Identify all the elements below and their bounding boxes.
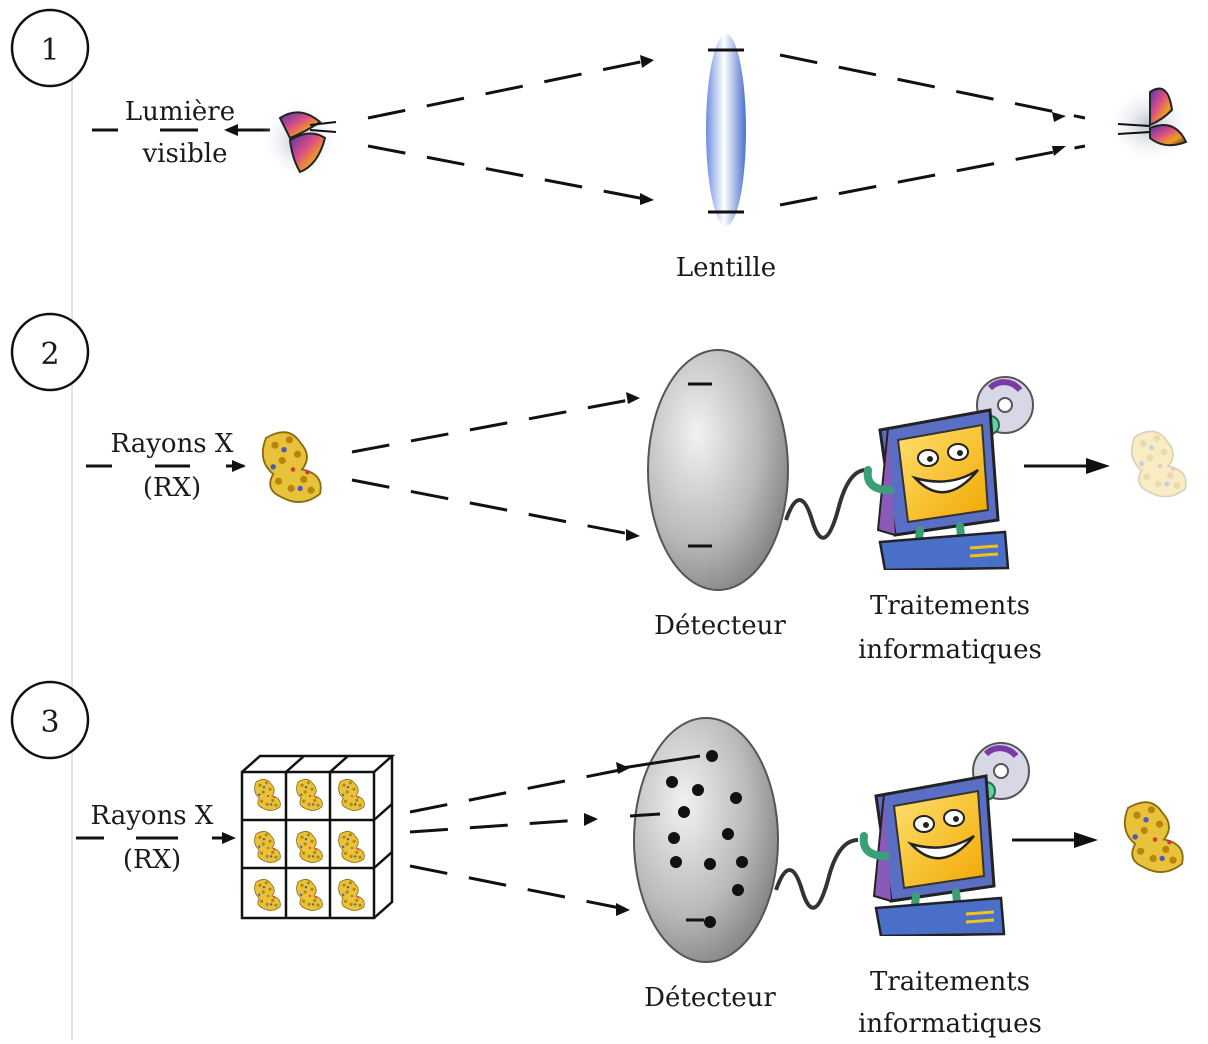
arrow-head [626, 529, 640, 541]
arrow-head [626, 392, 640, 404]
panel-1: 1 Lumière visible [10, 8, 1194, 283]
diffraction-spots [666, 750, 748, 928]
arrow-head [640, 193, 654, 205]
panel-3: 3 Rayons X (RX) [10, 680, 1184, 1039]
source-label-line2: (RX) [123, 845, 181, 875]
diffracted-rays [409, 766, 631, 912]
source-label-line1: Rayons X [111, 429, 234, 459]
source-label-line2: visible [141, 139, 227, 169]
processing-label-line2: informatiques [858, 1009, 1042, 1039]
diffracted-rays [351, 396, 641, 538]
arrow-head [640, 55, 654, 68]
processing-label-line2: informatiques [858, 635, 1042, 665]
crystal-lattice-icon [240, 754, 396, 920]
processing-label-line1: Traitements [870, 591, 1030, 621]
detector-cable [784, 468, 867, 540]
step-badge-2 [10, 312, 90, 392]
molecule-icon [261, 431, 322, 503]
panel-2: 2 Rayons X (RX) Détecteur Traitements in… [10, 312, 1187, 665]
detector-label: Détecteur [644, 983, 776, 1013]
processing-label-line1: Traitements [870, 967, 1030, 997]
step-number-1: 1 [40, 33, 59, 68]
arrow-head [224, 124, 238, 136]
source-label-line1: Rayons X [91, 801, 214, 831]
source-label-line2: (RX) [143, 473, 201, 503]
step-number-2: 2 [40, 337, 59, 372]
detector-icon [647, 349, 789, 591]
faint-molecule-icon [1130, 430, 1187, 498]
dashed-rays-object-to-lens [367, 58, 651, 202]
arrow-head [616, 903, 630, 916]
arrow-head [1052, 146, 1066, 156]
computer-mascot-icon [864, 743, 1029, 936]
butterfly-icon [260, 98, 340, 182]
arrow-head [222, 832, 236, 844]
step-badge-1 [10, 8, 90, 88]
step-badge-3 [10, 680, 90, 760]
arrow-head [1052, 112, 1066, 122]
arrow-head [1086, 458, 1110, 474]
arrow-head [232, 460, 246, 472]
arrow-head [584, 813, 598, 826]
arrow-head [1074, 832, 1098, 848]
computer-mascot-icon [868, 377, 1033, 570]
butterfly-image-icon [1106, 85, 1194, 165]
detector-label: Détecteur [654, 611, 786, 641]
lens-icon [706, 34, 746, 226]
dashed-rays-lens-to-image [779, 53, 1086, 207]
resolved-molecule-icon [1123, 801, 1184, 873]
step-number-3: 3 [40, 705, 59, 740]
source-label-line1: Lumière [125, 97, 235, 127]
detector-cable [774, 838, 859, 910]
detector-icon [621, 717, 779, 963]
lens-label: Lentille [676, 253, 776, 283]
